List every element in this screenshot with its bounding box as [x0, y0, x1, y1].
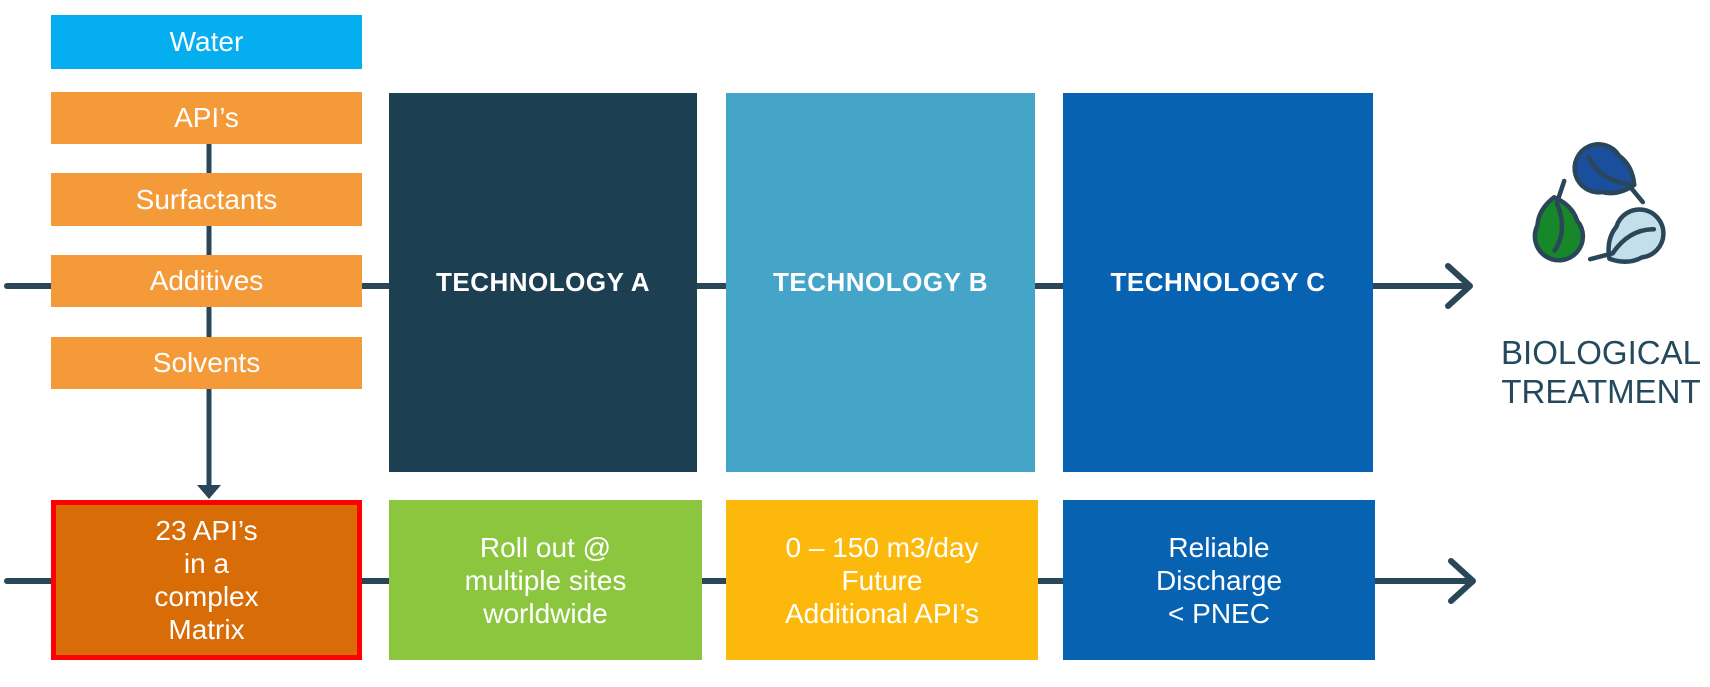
- input-box-apis: API’s: [51, 92, 362, 144]
- note-line: Additional API’s: [784, 597, 980, 629]
- note-box-technology-a: Roll out @ multiple sites worldwide: [389, 500, 702, 660]
- note-box-technology-b: 0 – 150 m3/day Future Additional API’s: [726, 500, 1038, 660]
- matrix-line: 23 API’s: [155, 515, 258, 546]
- technology-a-box: TECHNOLOGY A: [389, 93, 697, 472]
- secondary-flow-arrowhead-icon: [1448, 558, 1476, 604]
- matrix-box: 23 API’s in a complex Matrix: [51, 500, 362, 660]
- note-line: Future: [841, 564, 923, 596]
- note-line: < PNEC: [1168, 597, 1270, 629]
- note-line: multiple sites: [464, 564, 627, 596]
- input-box-water: Water: [51, 15, 362, 69]
- note-line: 0 – 150 m3/day: [785, 531, 979, 563]
- note-box-technology-c: Reliable Discharge < PNEC: [1063, 500, 1375, 660]
- note-line: Discharge: [1155, 564, 1283, 596]
- bio-label-line: BIOLOGICAL: [1501, 334, 1701, 371]
- note-line: Reliable: [1168, 531, 1270, 563]
- input-box-solvents: Solvents: [51, 337, 362, 389]
- technology-label: TECHNOLOGY A: [435, 267, 650, 297]
- matrix-line: complex: [154, 581, 259, 612]
- leaf-trio-icon: [1532, 142, 1666, 264]
- input-label: Solvents: [152, 347, 261, 378]
- input-box-additives: Additives: [51, 255, 362, 307]
- note-text: Roll out @ multiple sites worldwide: [465, 531, 627, 630]
- matrix-line: Matrix: [168, 614, 245, 645]
- leaf-blue-icon: [1572, 142, 1646, 205]
- bio-label-line: TREATMENT: [1501, 373, 1701, 410]
- technology-b-box: TECHNOLOGY B: [726, 93, 1035, 472]
- technology-label: TECHNOLOGY C: [1110, 267, 1326, 297]
- matrix-box-text: 23 API’s in a complex Matrix: [154, 514, 258, 646]
- input-label: Surfactants: [135, 183, 278, 215]
- leaf-light-blue-icon: [1587, 207, 1666, 264]
- technology-label: TECHNOLOGY B: [773, 267, 988, 297]
- main-flow-arrowhead-icon: [1445, 263, 1473, 309]
- note-text: 0 – 150 m3/day Future Additional API’s: [785, 531, 979, 630]
- input-label: Water: [169, 26, 244, 57]
- note-line: Roll out @: [479, 531, 612, 563]
- technology-c-box: TECHNOLOGY C: [1063, 93, 1373, 472]
- note-line: worldwide: [483, 597, 608, 629]
- input-box-surfactants: Surfactants: [51, 173, 362, 226]
- input-label: API’s: [174, 102, 239, 133]
- input-down-arrowhead-icon: [197, 485, 221, 499]
- input-label: Additives: [149, 265, 264, 296]
- matrix-line: in a: [183, 548, 230, 579]
- biological-treatment-label: BIOLOGICAL TREATMENT: [1441, 333, 1710, 411]
- leaf-green-icon: [1532, 178, 1586, 263]
- note-text: Reliable Discharge < PNEC: [1156, 531, 1282, 630]
